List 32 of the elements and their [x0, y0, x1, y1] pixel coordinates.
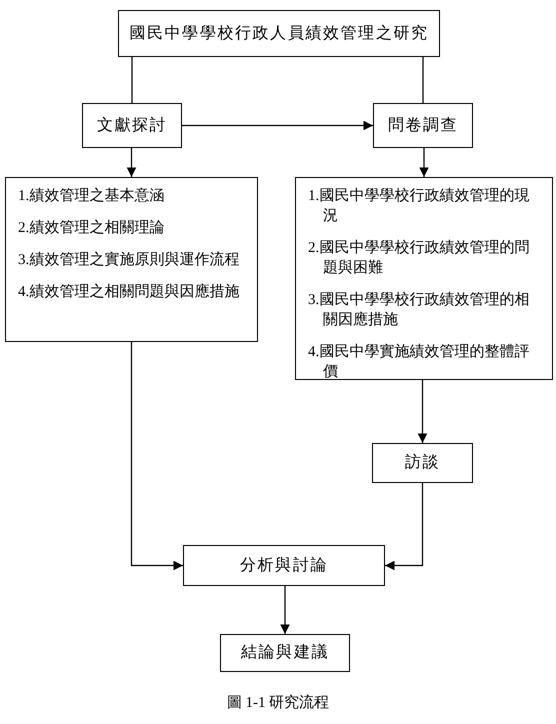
- box-label: 結論與建議: [241, 642, 329, 663]
- list-item: 3.國民中學學校行政績效管理的相關因應措施: [308, 290, 530, 330]
- process-box: [220, 634, 350, 672]
- connector-line: [422, 57, 424, 103]
- list-box: [295, 177, 553, 380]
- list-box: [5, 177, 258, 342]
- list-item: 1.國民中學學校行政績效管理的現況: [308, 186, 530, 226]
- arrow: [182, 120, 373, 130]
- arrow: [126, 148, 136, 177]
- list-item: 3.績效管理之實施原則與運作流程: [18, 250, 240, 270]
- box-label: 問卷調查: [388, 116, 458, 136]
- list-item: 1.績效管理之基本意涵: [18, 186, 164, 206]
- arrow: [280, 586, 290, 634]
- process-box: [183, 545, 385, 586]
- process-box: [373, 103, 473, 148]
- arrow: [130, 342, 183, 570]
- box-label: 分析與討論: [240, 556, 328, 576]
- list-item: 4.績效管理之相關問題與因應措施: [18, 282, 240, 302]
- box-label: 文獻探討: [96, 116, 168, 136]
- arrow: [418, 380, 428, 443]
- process-box: [372, 443, 473, 483]
- list-item: 2.國民中學學校行政績效管理的問題與困難: [308, 238, 530, 278]
- figure-caption: 圖 1-1 研究流程: [226, 693, 330, 713]
- process-box: [82, 103, 182, 148]
- box-label: 訪談: [404, 452, 440, 473]
- process-box: [118, 10, 440, 57]
- arrow: [385, 483, 424, 570]
- arrow: [419, 148, 429, 177]
- box-label: 國民中學學校行政人員績效管理之研究: [129, 24, 429, 44]
- list-item: 4.國民中學實施績效管理的整體評價: [308, 342, 530, 382]
- list-item: 2.績效管理之相關理論: [18, 218, 164, 238]
- connector-line: [131, 57, 133, 103]
